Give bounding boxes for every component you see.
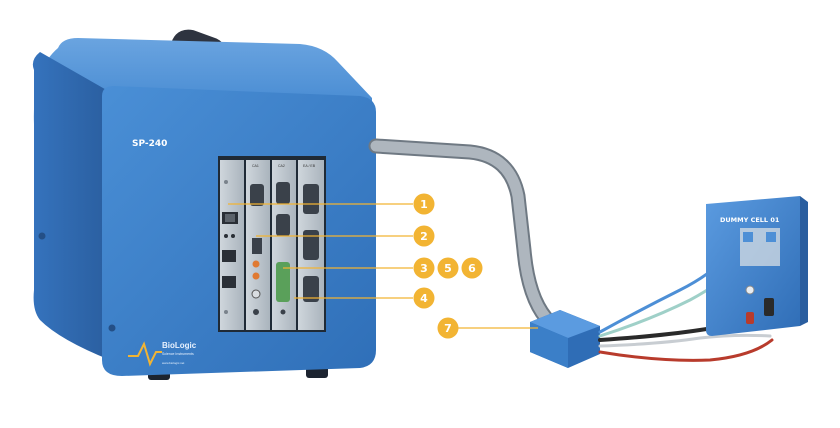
dummy-cell-label: DUMMY CELL 01 (720, 216, 780, 224)
cell-cable (370, 140, 552, 324)
ethernet-port-inner (225, 214, 235, 222)
svg-text:4: 4 (420, 292, 428, 305)
brand-label: BioLogic (162, 341, 197, 350)
db-connector (303, 230, 319, 260)
svg-text:1: 1 (420, 198, 428, 211)
callout-7: 7 (437, 317, 459, 339)
svg-text:6: 6 (468, 262, 476, 275)
terminal (766, 232, 776, 242)
clip-white (745, 285, 755, 295)
dummy-cell: DUMMY CELL 01 (706, 196, 808, 336)
callout-4: 4 (413, 287, 435, 309)
callout-6: 6 (461, 257, 483, 279)
breakout-box-top (530, 310, 600, 338)
callout-5: 5 (437, 257, 459, 279)
db-connector (303, 276, 319, 302)
led (231, 234, 235, 238)
jack (253, 309, 259, 315)
terminal (743, 232, 753, 242)
clip-black (764, 298, 774, 316)
callout-1: 1 (413, 193, 435, 215)
analog-io-connector (276, 262, 290, 302)
aux-port (222, 276, 236, 288)
potentiostat-unit: SP-240 CA1 CA2 EA / EB (32, 29, 376, 380)
breakout-box-front (530, 322, 568, 368)
lead-white (598, 333, 772, 348)
svg-text:2: 2 (420, 230, 428, 243)
svg-text:5: 5 (444, 262, 452, 275)
db-connector (276, 214, 290, 236)
brand-logo-icon (128, 341, 162, 367)
cell-connector (252, 238, 262, 254)
callout-3: 3 (413, 257, 435, 279)
svg-text:7: 7 (444, 322, 452, 335)
brand-tagline: www.biologic.net (162, 361, 185, 365)
card-label: CA2 (278, 164, 285, 168)
db-connector (276, 182, 290, 204)
brand-sub: Science Instruments (162, 352, 194, 356)
db-connector (250, 184, 264, 206)
callouts: 1 2 3 5 6 4 7 (413, 193, 483, 339)
callout-2: 2 (413, 225, 435, 247)
callout-leaders (228, 203, 538, 329)
model-label: SP-240 (132, 139, 167, 149)
screw (38, 232, 46, 240)
jack (280, 309, 286, 315)
lead-red (598, 338, 774, 362)
clip-red (746, 312, 754, 324)
usb-port (222, 250, 236, 262)
cable-breakout-box (530, 310, 600, 368)
card-label: CA1 (252, 164, 259, 168)
led (224, 234, 228, 238)
banana-jack-red (252, 260, 260, 268)
db-connector (303, 184, 319, 214)
bnc-connector (251, 289, 261, 299)
screw (224, 180, 228, 184)
svg-text:3: 3 (420, 262, 428, 275)
card-label: EA / EB (303, 164, 316, 168)
housing-side (32, 52, 110, 360)
card-controller (220, 160, 244, 330)
screw (108, 324, 116, 332)
banana-jack-red (252, 272, 260, 280)
screw (224, 310, 228, 314)
